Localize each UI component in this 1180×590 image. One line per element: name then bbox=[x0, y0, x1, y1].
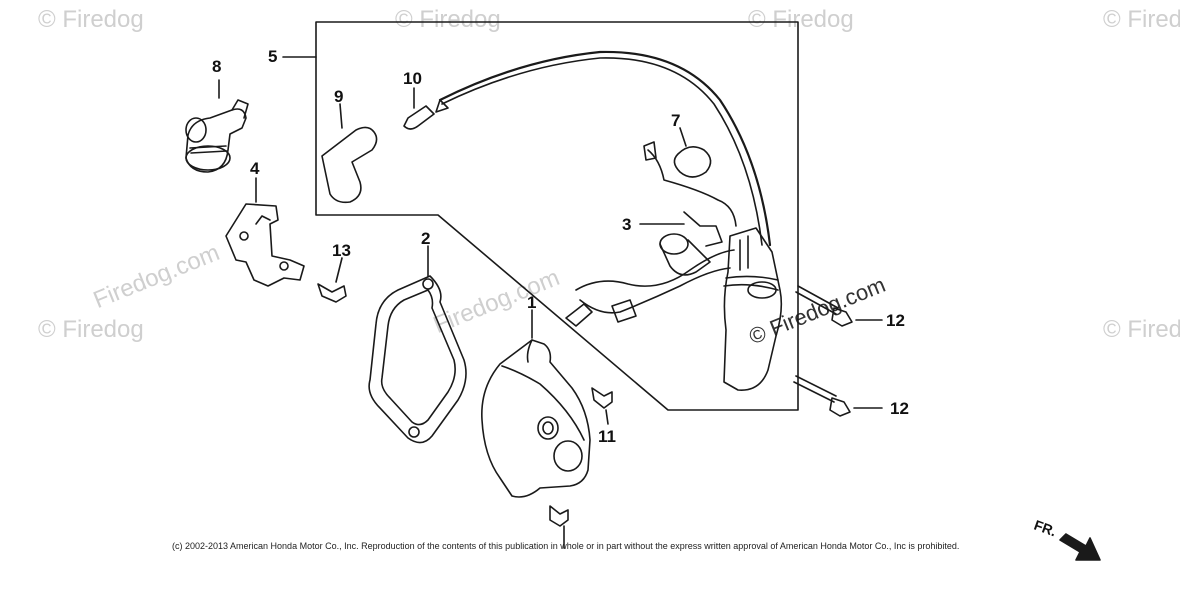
watermark-mid-far-right: © Firedog bbox=[1103, 316, 1180, 343]
bolt-part-12-upper bbox=[795, 285, 883, 327]
ground-wire bbox=[579, 267, 731, 314]
ignition-coil bbox=[723, 227, 783, 391]
callout-11: 11 bbox=[598, 427, 616, 446]
callout-4: 4 bbox=[250, 159, 260, 178]
callout-7: 7 bbox=[671, 111, 681, 130]
ignition-wire bbox=[647, 149, 737, 227]
callout-3: 3 bbox=[622, 215, 632, 234]
watermark-top-left: © Firedog bbox=[38, 6, 144, 33]
callout-12-upper: 12 bbox=[886, 311, 905, 330]
callout-13: 13 bbox=[332, 241, 351, 260]
watermark-top-right: © Firedog bbox=[748, 6, 854, 33]
callout-8: 8 bbox=[212, 57, 222, 76]
watermark-top-far-right: © Firedog bbox=[1103, 6, 1180, 33]
assembly-5-frame bbox=[315, 21, 799, 411]
callout-1: 1 bbox=[527, 293, 537, 312]
direction-arrow bbox=[1059, 533, 1101, 561]
bolt-part-11 bbox=[549, 387, 613, 549]
bolt-part-13 bbox=[317, 257, 347, 303]
plug-boot-part-9 bbox=[321, 103, 378, 204]
watermark-mid-left: © Firedog bbox=[38, 316, 144, 343]
callout-10: 10 bbox=[403, 69, 422, 88]
callout-2: 2 bbox=[421, 229, 431, 248]
spark-plug-cap-part-8 bbox=[185, 79, 249, 173]
callout-9: 9 bbox=[334, 87, 344, 106]
gasket-part-2 bbox=[368, 245, 467, 444]
terminal-part-10 bbox=[403, 87, 435, 130]
stop-switch-part-4 bbox=[225, 177, 305, 287]
callout-5: 5 bbox=[268, 47, 278, 66]
ht-cable bbox=[438, 50, 772, 247]
watermark-top-mid: © Firedog bbox=[395, 6, 501, 33]
bolt-part-12-lower bbox=[793, 375, 883, 417]
callout-12-lower: 12 bbox=[890, 399, 909, 418]
ignition-cover-part-1 bbox=[481, 309, 591, 498]
condenser-part-3 bbox=[639, 211, 723, 276]
grommet-part-7 bbox=[673, 127, 712, 178]
copyright-notice: (c) 2002-2013 American Honda Motor Co., … bbox=[172, 541, 960, 551]
